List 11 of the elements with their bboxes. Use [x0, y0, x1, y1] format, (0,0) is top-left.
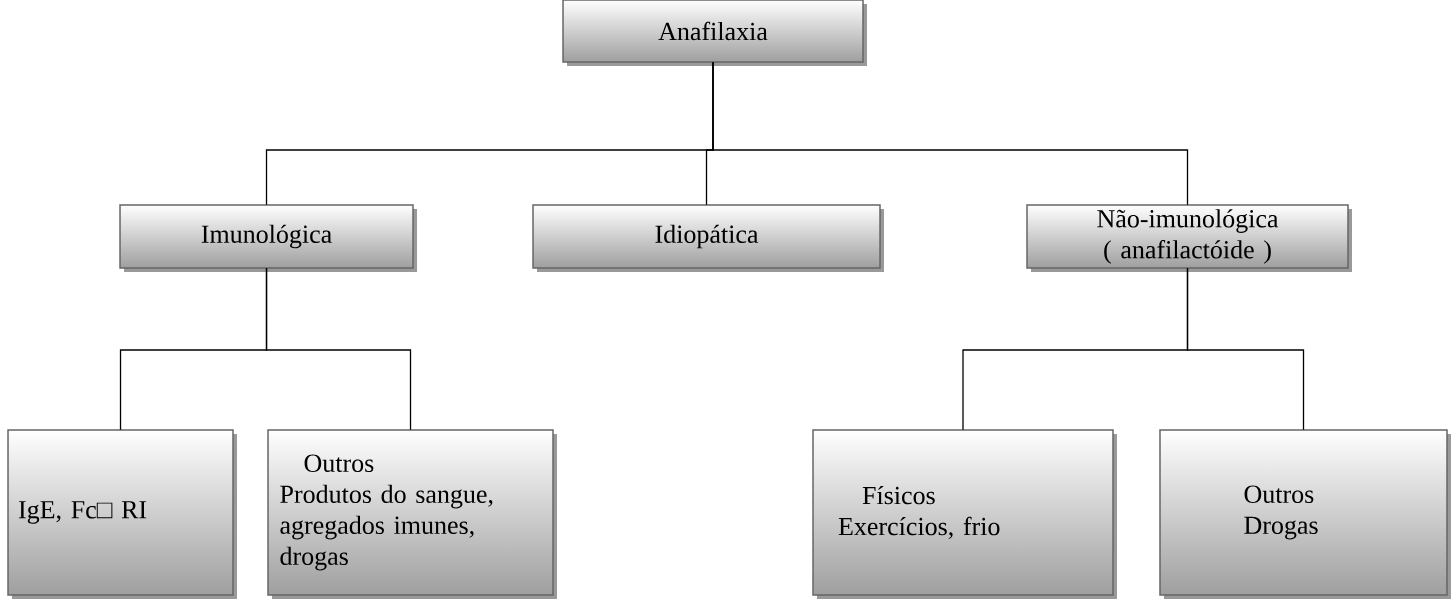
connector-line: [265, 267, 412, 431]
connector-line: [1186, 267, 1305, 431]
process-box: Imunológica: [119, 204, 417, 272]
connector-line: [712, 61, 1189, 206]
process-box: Idiopática: [532, 204, 884, 272]
process-box: IgE, Fc□ RI: [7, 429, 237, 599]
process-box: Outros Drogas: [1159, 429, 1451, 599]
process-box: Físicos Exercícios, frio: [812, 429, 1117, 599]
process-box: Não-imunológica ( anafilactóide ): [1026, 204, 1352, 272]
process-box: Anafilaxia: [562, 0, 867, 66]
process-box: Outros Produtos do sangue, agregados imunes, drogas: [267, 429, 557, 599]
